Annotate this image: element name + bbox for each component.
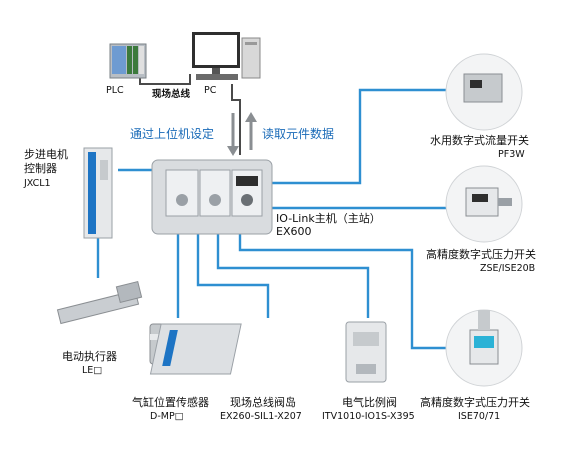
regulator-model: ITV1010-IO1S-X395: [322, 411, 415, 422]
valve-island-model: EX260-SIL1-X207: [220, 411, 302, 422]
pressure-switch-1-name: 高精度数字式压力开关: [426, 248, 536, 261]
plc-label: PLC: [106, 85, 124, 96]
link-regulator: [216, 232, 370, 318]
pressure-switch-1-device: [445, 165, 523, 243]
link-flow-switch: [270, 88, 448, 185]
link-pressure-2: [238, 232, 460, 350]
cylinder-sensor-name: 气缸位置传感器: [132, 396, 209, 409]
valve-island-device: [149, 323, 242, 375]
actuator-model: LE□: [82, 365, 103, 376]
electric-actuator-device: [56, 280, 143, 325]
master-model: EX600: [276, 225, 312, 238]
flow-switch-model: PF3W: [498, 149, 525, 160]
read-data-text: 读取元件数据: [262, 127, 335, 141]
flow-switch-name: 水用数字式流量开关: [430, 134, 529, 147]
stepper-name-line1: 步进电机: [24, 148, 68, 161]
regulator-device: [345, 321, 387, 383]
upload-config-text: 通过上位机设定: [130, 127, 215, 141]
pc-label: PC: [204, 85, 217, 96]
actuator-name: 电动执行器: [62, 350, 117, 363]
master-name: IO-Link主机（主站）: [276, 212, 381, 225]
down-arrow-head: [227, 146, 239, 156]
stepper-model: JXCL1: [24, 178, 51, 189]
pressure-switch-2-device: [445, 309, 523, 387]
stepper-controller-device: [83, 147, 113, 239]
up-arrow-head: [245, 112, 257, 122]
stepper-name-line2: 控制器: [24, 162, 57, 175]
pressure-switch-1-model: ZSE/ISE20B: [480, 263, 536, 274]
cylinder-sensor-model: D-MP□: [150, 411, 184, 422]
valve-island-name: 现场总线阀岛: [230, 396, 296, 409]
regulator-name: 电气比例阀: [342, 396, 397, 409]
flow-switch-device: [445, 53, 523, 131]
master-uplink-line: [231, 84, 241, 155]
pc-device: [192, 32, 261, 80]
pressure-switch-2-model: ISE70/71: [458, 411, 501, 422]
fieldbus-label: 现场总线: [152, 89, 191, 100]
fieldbus-line: [139, 74, 191, 85]
master-ex600-device: [151, 159, 273, 235]
link-valve-island: [196, 232, 270, 318]
plc-device: [109, 43, 147, 79]
pressure-switch-2-name: 高精度数字式压力开关: [420, 396, 530, 409]
